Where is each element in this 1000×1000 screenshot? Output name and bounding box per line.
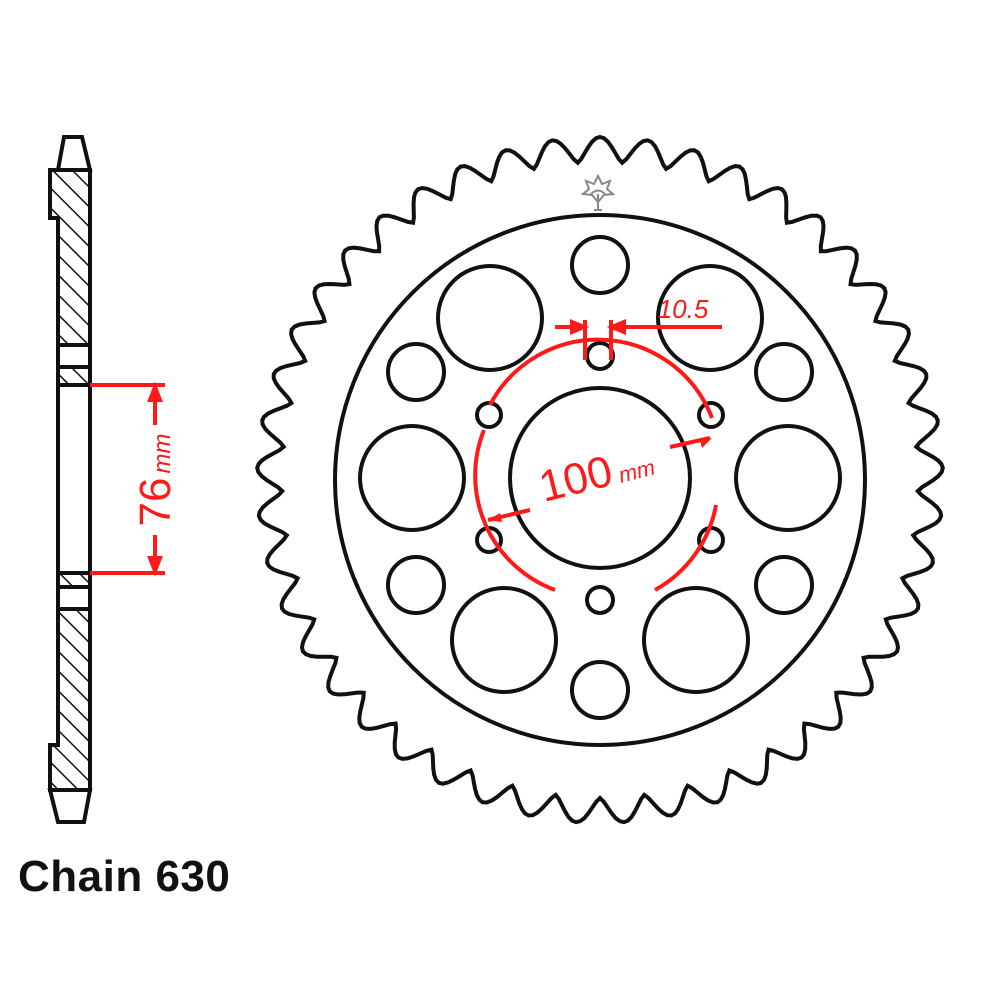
large-lightening-hole [734,424,842,532]
pcd-dimension [473,337,718,592]
medium-lightening-hole [754,555,814,615]
chain-size-caption: Chain 630 [18,852,231,901]
pcd-label: 100mm [534,436,658,512]
side-profile-view [47,135,93,824]
medium-lightening-hole [386,342,446,402]
bolt-hole [475,401,503,429]
lightening-holes [358,235,842,720]
medium-lightening-hole [754,342,814,402]
medium-lightening-hole [570,660,630,720]
bolt-hole [585,585,615,615]
large-lightening-hole [358,424,466,532]
medium-lightening-hole [386,555,446,615]
sprocket-teeth-outline [255,134,945,825]
bore-height-label: 76mm [131,434,180,527]
large-lightening-hole [450,586,558,694]
sprocket-front-view [255,134,945,825]
bolt-hole [697,401,725,429]
bore-height-dimension [90,381,165,577]
inner-ring [333,213,867,747]
large-lightening-hole [642,586,750,694]
large-lightening-hole [436,264,544,372]
center-bore [508,386,692,570]
large-lightening-hole [656,264,764,372]
medium-lightening-hole [570,235,630,295]
sun-star-logo-icon [580,173,616,211]
bolt-hole-dimension [555,319,722,360]
bolt-hole-label: 10.5 [658,294,709,324]
